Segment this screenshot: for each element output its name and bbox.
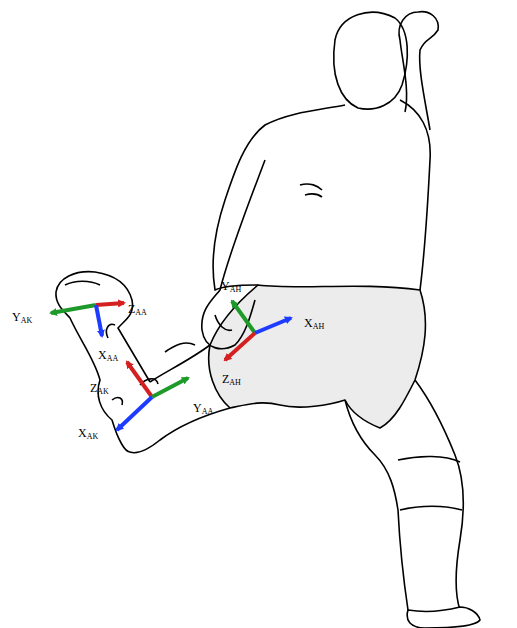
axis-letter: Z: [90, 381, 97, 395]
axis-letter: Z: [222, 372, 229, 386]
axis-label: ZAK: [90, 382, 109, 396]
axis-subscript: AH: [313, 322, 325, 331]
axis-label: YAA: [193, 402, 213, 416]
axis-label: YAH: [221, 280, 241, 294]
axis-letter: Y: [221, 279, 230, 293]
axis-label: XAH: [304, 317, 324, 331]
axis-letter: Y: [12, 310, 21, 324]
axis-label: ZAH: [222, 373, 241, 387]
ankle-frame: [51, 303, 124, 336]
axis-subscript: AH: [229, 378, 241, 387]
player-outline: [56, 12, 480, 628]
axis-subscript: AA: [202, 407, 214, 416]
axis-subscript: AK: [87, 432, 99, 441]
axis-letter: X: [78, 426, 87, 440]
axis-label: ZAA: [128, 303, 147, 317]
axis-label: XAA: [98, 349, 118, 363]
axis-letter: Z: [128, 302, 135, 316]
axis-subscript: AA: [135, 308, 147, 317]
axis-subscript: AA: [107, 354, 119, 363]
axis-subscript: AH: [230, 285, 242, 294]
hip-frame: [225, 301, 291, 360]
axis-letter: Y: [193, 401, 202, 415]
knee-frame: [117, 362, 188, 430]
axis-subscript: AK: [97, 387, 109, 396]
axis-letter: X: [98, 348, 107, 362]
axis-label: XAK: [78, 427, 98, 441]
axis-letter: X: [304, 316, 313, 330]
axis-label: YAK: [12, 311, 32, 325]
axis-subscript: AK: [21, 316, 33, 325]
